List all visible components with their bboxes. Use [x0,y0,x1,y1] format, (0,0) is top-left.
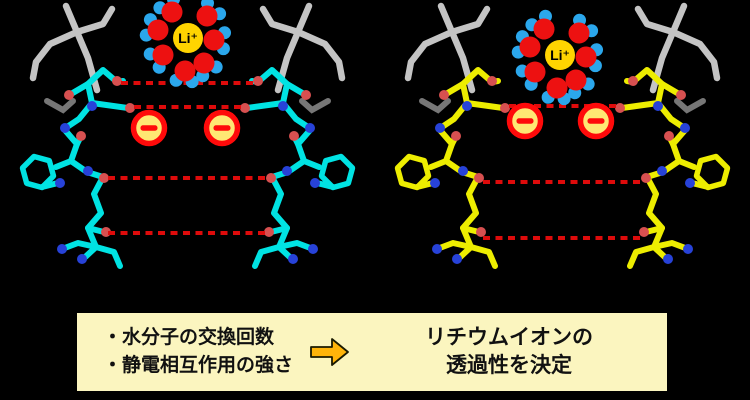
hydrogen-bond-dashes-right [483,104,643,240]
summary-callout: ・水分子の交換回数 ・静電相互作用の強さ リチウムイオンの 透過性を決定 [77,313,667,391]
minus-charge-icon [134,113,165,144]
conclusion-line-1: リチウムイオンの [425,325,593,349]
gray-side-chains-left-panel [33,6,342,110]
arrow-right-icon [309,336,351,368]
lithium-ion-badge [173,23,203,53]
factor-item-water-exchange: ・水分子の交換回数 [103,327,275,349]
panel-ion-at-pore: Li⁺ [375,0,750,305]
water-molecule-icon [202,24,232,56]
factor-list: ・水分子の交換回数 ・静電相互作用の強さ [103,324,293,379]
lithium-ion-badge [545,40,575,70]
hydration-shell: Li⁺ [510,7,604,106]
minus-charge-icon [207,113,238,144]
conclusion-line-2: 透過性を決定 [446,354,572,377]
minus-charge-icon [581,106,612,137]
water-molecule-icon [574,41,604,73]
lithium-ion-label: Li⁺ [550,47,570,63]
conclusion-text: リチウムイオンの 透過性を決定 [351,324,667,381]
minus-charge-icon [510,106,541,137]
hydration-shell: Li⁺ [138,0,232,89]
factor-item-electrostatics: ・静電相互作用の強さ [103,355,294,376]
lithium-ion-label: Li⁺ [178,30,198,46]
panel-hydrated-ion: Li⁺ [0,0,375,305]
